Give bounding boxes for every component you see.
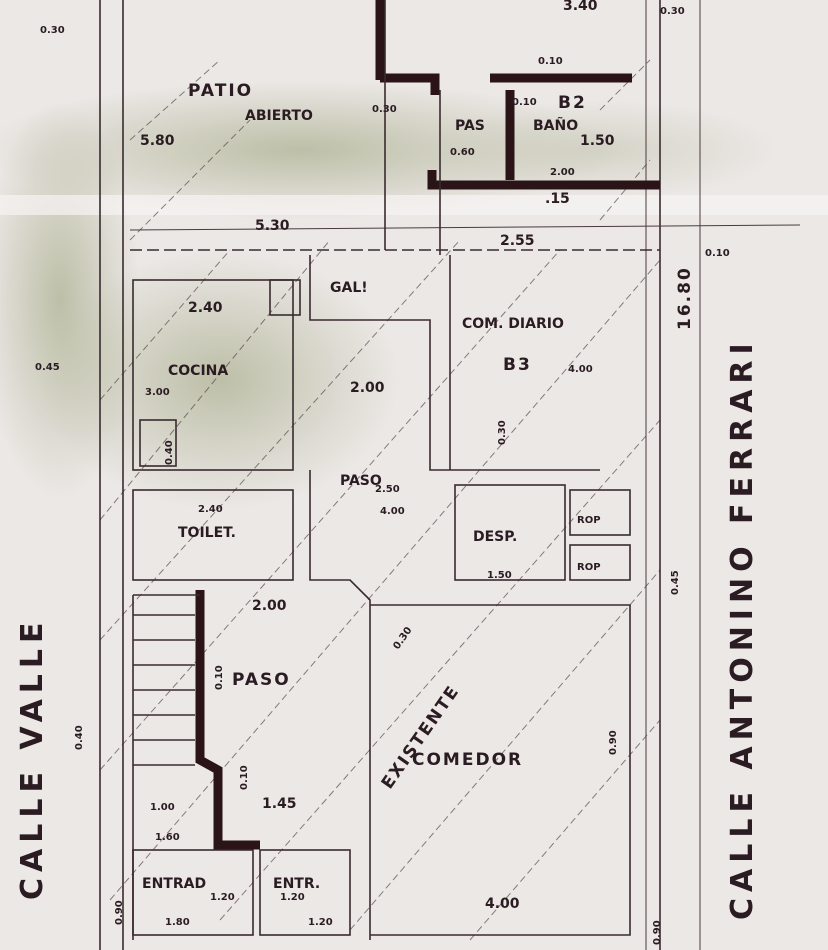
dim-045: 0.45 xyxy=(35,362,60,373)
room-label-paso-lower: PASO xyxy=(232,670,291,690)
dim-400-paso: 4.00 xyxy=(380,506,405,517)
dim-340: 3.40 xyxy=(563,0,598,14)
room-label-rop-1: ROP xyxy=(577,515,601,526)
dim-060: 0.60 xyxy=(450,147,475,158)
dim-200-mid: 2.00 xyxy=(350,380,385,396)
dim-145: 1.45 xyxy=(262,796,297,812)
dimension-labels: 0.30 3.40 0.30 0.10 0.10 0.30 5.80 1.50 … xyxy=(35,0,730,945)
room-label-pas: PAS xyxy=(455,118,485,134)
dim-150: 1.50 xyxy=(580,133,615,149)
dim-200-lower: 2.00 xyxy=(252,598,287,614)
dim-090-left: 0.90 xyxy=(114,900,125,925)
dim-120-c: 1.20 xyxy=(308,917,333,928)
room-label-patio-sub: ABIERTO xyxy=(245,108,313,124)
dim-250: 2.50 xyxy=(375,484,400,495)
dim-030-comedor: 0.30 xyxy=(391,625,414,652)
dim-530: 5.30 xyxy=(255,218,290,234)
dim-160: 1.60 xyxy=(155,832,180,843)
dim-1680: 16.80 xyxy=(675,266,695,330)
dim-010-b2: 0.10 xyxy=(512,97,537,108)
room-label-bano: BAÑO xyxy=(533,117,578,134)
dim-090-right: 0.90 xyxy=(652,920,663,945)
room-label-comedor: COMEDOR xyxy=(412,750,523,770)
dim-150-desp: 1.50 xyxy=(487,570,512,581)
room-label-paso-upper: PASO xyxy=(340,473,382,489)
room-label-entrada-2: ENTR. xyxy=(273,876,320,892)
dim-400-com: 4.00 xyxy=(568,364,593,375)
dim-240-toilet: 2.40 xyxy=(198,504,223,515)
room-label-cocina: COCINA xyxy=(168,363,228,379)
dim-180: 1.80 xyxy=(165,917,190,928)
dim-240: 2.40 xyxy=(188,300,223,316)
dim-010-top: 0.10 xyxy=(538,56,563,67)
dim-040-mueble: 0.40 xyxy=(164,440,175,465)
dim-010-paso-2: 0.10 xyxy=(239,765,250,790)
room-label-b3: B3 xyxy=(503,355,532,375)
dim-030-b3: 0.30 xyxy=(497,420,508,445)
walls xyxy=(195,0,660,850)
room-label-existente: EXISTENTE xyxy=(378,682,464,793)
hatching xyxy=(99,59,661,941)
dim-090-comedor: 0.90 xyxy=(608,730,619,755)
dim-030-top-left: 0.30 xyxy=(40,25,65,36)
dim-400-comedor: 4.00 xyxy=(485,896,520,912)
dim-300: 3.00 xyxy=(145,387,170,398)
dim-255: 2.55 xyxy=(500,233,535,249)
street-name-right: CALLE ANTONINO FERRARI xyxy=(725,337,760,920)
room-label-com-diario: COM. DIARIO xyxy=(462,316,564,332)
dim-030-top-right: 0.30 xyxy=(660,6,685,17)
room-label-rop-2: ROP xyxy=(577,562,601,573)
room-label-toilet: TOILET. xyxy=(178,525,236,541)
stair-steps xyxy=(133,614,195,766)
dim-030-patio: 0.30 xyxy=(372,104,397,115)
room-label-entrada-1: ENTRAD xyxy=(142,876,206,892)
dim-010-paso: 0.10 xyxy=(214,665,225,690)
room-outlines xyxy=(132,255,631,940)
dim-045-right: 0.45 xyxy=(670,570,681,595)
room-label-desp: DESP. xyxy=(473,529,517,545)
dim-120-a: 1.20 xyxy=(210,892,235,903)
dim-580: 5.80 xyxy=(140,133,175,149)
dim-120-b: 1.20 xyxy=(280,892,305,903)
dim-200-bano: 2.00 xyxy=(550,167,575,178)
room-label-gal: GAL! xyxy=(330,280,368,296)
dim-010-right: 0.10 xyxy=(705,248,730,259)
dim-040-left: 0.40 xyxy=(74,725,85,750)
room-label-b2: B2 xyxy=(558,93,587,113)
boundary-lines xyxy=(99,0,801,950)
paper-stains xyxy=(0,80,828,510)
dim-015: .15 xyxy=(545,191,570,207)
dim-100: 1.00 xyxy=(150,802,175,813)
room-label-patio: PATIO xyxy=(188,81,253,101)
street-name-left: CALLE VALLE xyxy=(15,616,50,900)
